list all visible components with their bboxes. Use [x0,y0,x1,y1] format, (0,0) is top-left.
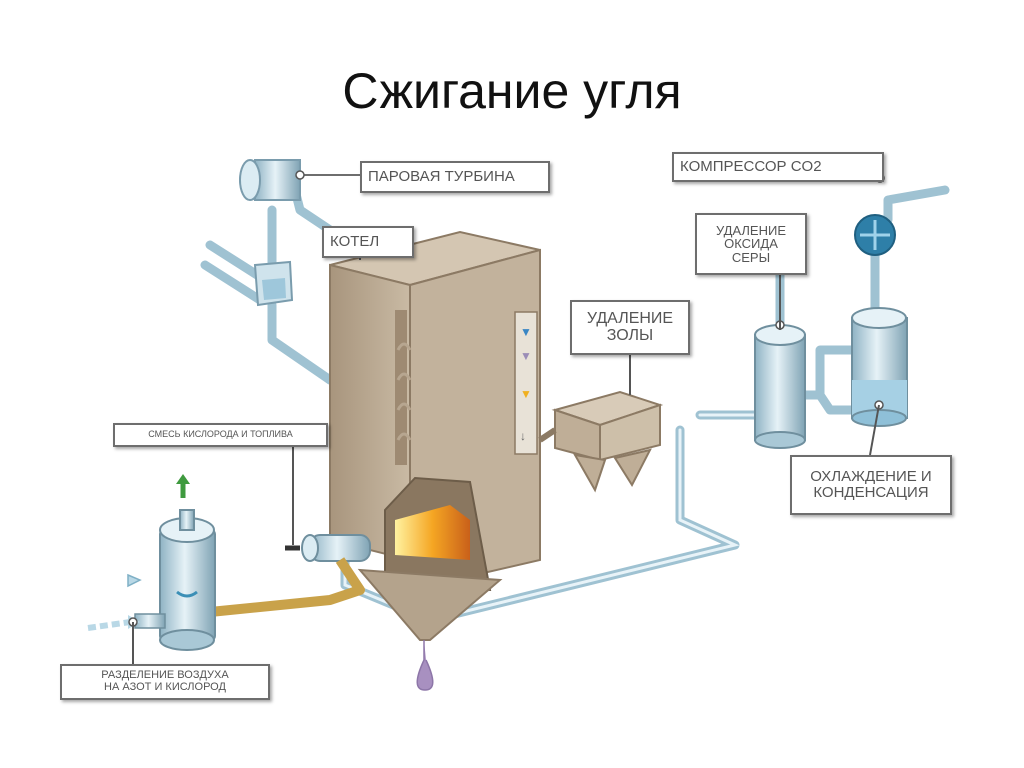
svg-text:↓: ↓ [520,429,526,443]
svg-text:▼: ▼ [520,325,532,339]
label-cooling-condensation-line2: КОНДЕНСАЦИЯ [813,484,929,501]
label-cooling-condensation: ОХЛАЖДЕНИЕ И КОНДЕНСАЦИЯ [790,455,952,515]
label-steam-turbine-text: ПАРОВАЯ ТУРБИНА [368,168,515,186]
label-oxygen-fuel-mix: СМЕСЬ КИСЛОРОДА И ТОПЛИВА [113,423,328,447]
label-boiler: КОТЕЛ [322,226,414,258]
label-air-separation: РАЗДЕЛЕНИЕ ВОЗДУХА НА АЗОТ И КИСЛОРОД [60,664,270,700]
sulfur-removal-vessel [754,320,806,449]
label-sulfur-removal-line1: УДАЛЕНИЕ [715,222,787,238]
label-sulfur-removal-line2: ОКСИДА [724,236,778,252]
label-boiler-text: КОТЕЛ [330,233,380,251]
label-sulfur-removal: УДАЛЕНИЕ ОКСИДА СЕРЫ [695,213,807,275]
air-separation-unit [87,474,216,651]
label-air-separation-line1: РАЗДЕЛЕНИЕ ВОЗДУХА [101,669,229,682]
label-oxygen-fuel-mix-text: СМЕСЬ КИСЛОРОДА И ТОПЛИВА [148,429,293,440]
label-air-separation-line2: НА АЗОТ И КИСЛОРОД [104,681,226,693]
svg-text:▼: ▼ [520,349,532,363]
label-sulfur-removal-line3: СЕРЫ [731,249,771,265]
heat-exchanger [253,260,294,307]
label-ash-removal: УДАЛЕНИЕ ЗОЛЫ [570,300,690,355]
boiler: ▼ ▼ ▼ ↓ [285,230,541,691]
svg-text:▼: ▼ [520,387,532,401]
ash-removal-unit [538,390,664,493]
label-ash-removal-line2: ЗОЛЫ [606,326,654,344]
flame [395,505,470,560]
cooling-vessel [851,307,908,427]
steam-turbine [239,159,360,201]
label-steam-turbine: ПАРОВАЯ ТУРБИНА [360,161,550,193]
ash-cone [416,640,434,691]
label-cooling-condensation-line1: ОХЛАЖДЕНИЕ И [810,468,932,486]
label-co2-compressor: КОМПРЕССОР CO2 [672,152,884,182]
fuel-line [209,557,365,617]
label-co2-compressor-text: КОМПРЕССОР CO2 [680,158,822,176]
page-title: Сжигание угля [342,63,682,119]
label-ash-removal-line1: УДАЛЕНИЕ [586,309,674,327]
